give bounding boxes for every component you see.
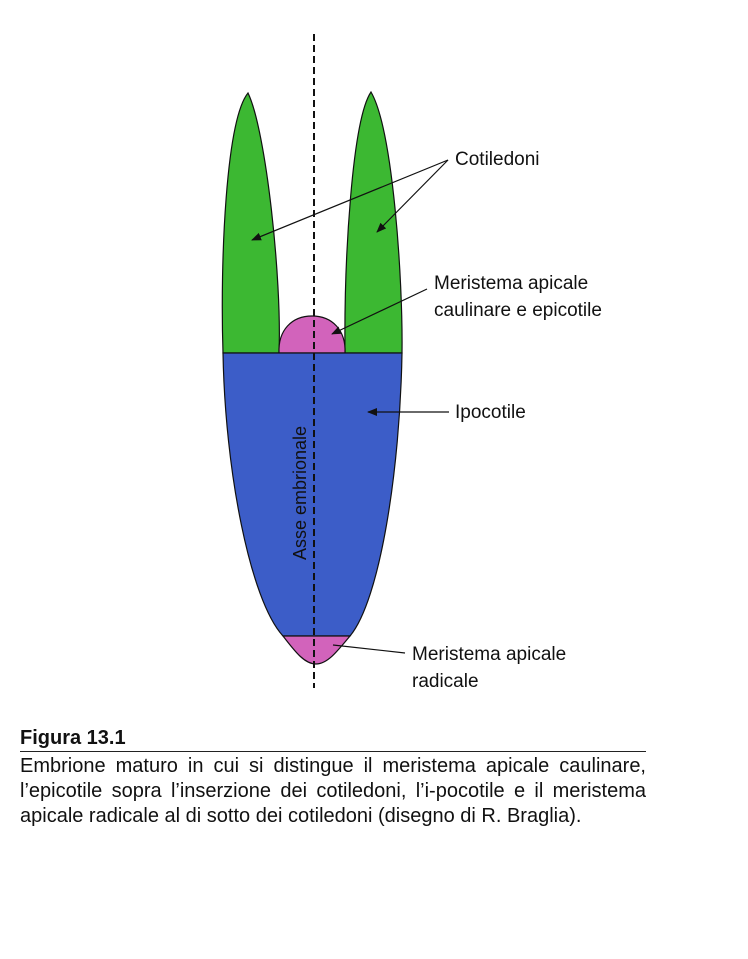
- caption-title: Figura 13.1: [20, 726, 646, 752]
- shoot-meristem-arrow: [331, 288, 428, 335]
- hypocotyl: [222, 352, 403, 637]
- cotyledon-arrow-left: [251, 159, 449, 241]
- label-meristema-radicale-line1: Meristema apicale: [412, 644, 566, 665]
- embryo-diagram: Asse embrionale Cotiledoni Meristema api…: [221, 34, 602, 692]
- root-apical-meristem: [281, 635, 352, 665]
- embryonic-axis-label: Asse embrionale: [290, 426, 310, 560]
- label-meristema-caulinare-line2: caulinare e epicotile: [434, 300, 602, 321]
- cotyledon-arrow-right: [376, 159, 449, 233]
- figure-caption: Figura 13.1 Embrione maturo in cui si di…: [20, 726, 646, 829]
- left-cotyledon: [221, 91, 280, 354]
- label-meristema-radicale-line2: radicale: [412, 671, 479, 692]
- label-cotiledoni: Cotiledoni: [455, 149, 540, 170]
- label-ipocotile: Ipocotile: [455, 402, 526, 423]
- root-meristem-pointer: [332, 644, 406, 654]
- caption-text: Embrione maturo in cui si distingue il m…: [20, 755, 646, 827]
- label-meristema-caulinare-line1: Meristema apicale: [434, 273, 588, 294]
- right-cotyledon: [344, 90, 403, 354]
- shoot-apical-meristem: [278, 315, 346, 354]
